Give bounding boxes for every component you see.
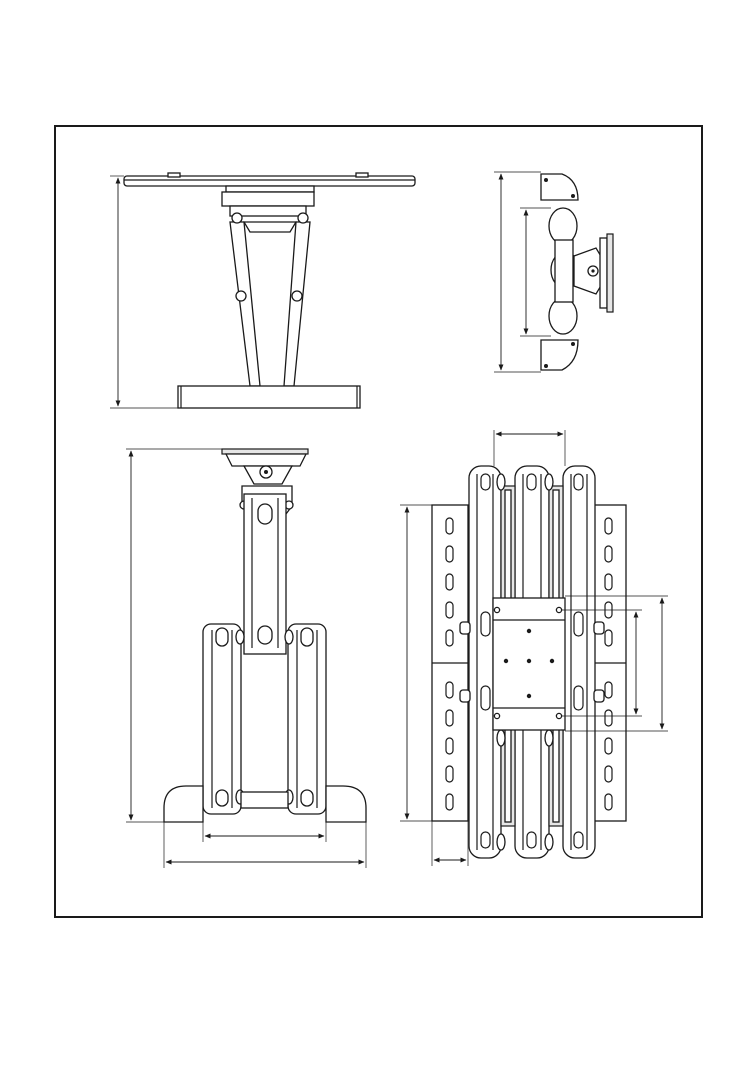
rear-tube-right xyxy=(563,466,595,858)
top-arm-right xyxy=(284,222,310,386)
rear-view xyxy=(400,430,668,866)
mounting-plate xyxy=(493,598,565,730)
front-tube-right xyxy=(288,624,326,814)
front-tube-left xyxy=(203,624,241,814)
front-view xyxy=(126,449,366,868)
top-view xyxy=(110,173,415,408)
top-arm-left xyxy=(230,222,260,386)
top-base xyxy=(178,386,360,408)
side-view xyxy=(494,172,613,372)
